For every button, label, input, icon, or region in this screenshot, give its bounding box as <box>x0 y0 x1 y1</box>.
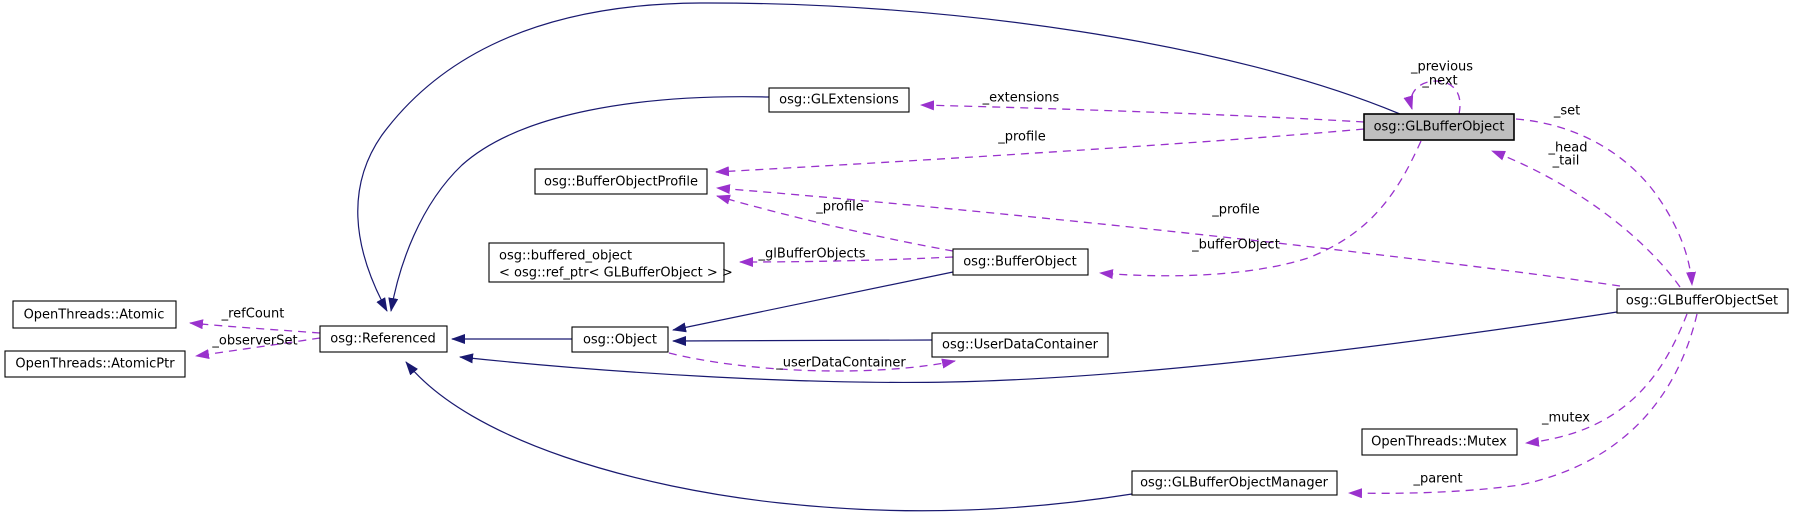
node-openthreads-atomicptr[interactable]: OpenThreads::AtomicPtr <box>4 350 186 378</box>
node-osg-referenced[interactable]: osg::Referenced <box>319 325 448 353</box>
node-label-atomic: OpenThreads::Atomic <box>24 308 165 323</box>
edge-bufferobject <box>1099 140 1422 280</box>
node-osg-glbufferobjectmanager[interactable]: osg::GLBufferObjectManager <box>1131 470 1338 496</box>
edge-label-set: _set <box>1553 104 1580 119</box>
node-label-mutex: OpenThreads::Mutex <box>1371 435 1507 450</box>
node-osg-buffered-object[interactable]: osg::buffered_object < osg::ref_ptr< GLB… <box>488 242 733 283</box>
edge-extensions <box>920 100 1365 123</box>
edge-label-profile-glbufferobject: _profile <box>997 130 1046 145</box>
edge-glbufferobjectset-to-referenced <box>459 311 1618 384</box>
edge-profile-from-bufferobject <box>716 194 954 252</box>
node-osg-object[interactable]: osg::Object <box>571 326 669 353</box>
node-label-bufferobject: osg::BufferObject <box>963 255 1077 270</box>
edge-label-extensions: _extensions <box>982 91 1060 106</box>
edge-parent <box>1348 313 1698 499</box>
node-osg-userdatacontainer[interactable]: osg::UserDataContainer <box>931 332 1109 358</box>
node-openthreads-mutex[interactable]: OpenThreads::Mutex <box>1361 428 1518 456</box>
edge-label-parent: _parent <box>1412 472 1462 487</box>
node-label-glbufferobjectmanager: osg::GLBufferObjectManager <box>1140 476 1328 491</box>
edge-label-userdatacontainer: _userDataContainer <box>775 356 906 371</box>
edge-label-tail: _tail <box>1552 154 1580 169</box>
edge-previous-next-selfloop <box>1403 80 1461 115</box>
edge-set <box>1515 118 1697 286</box>
node-osg-glbufferobjectset[interactable]: osg::GLBufferObjectSet <box>1616 288 1789 314</box>
edge-glbufferobjectmanager-to-referenced <box>405 361 1133 512</box>
node-label-userdatacontainer: osg::UserDataContainer <box>942 338 1099 353</box>
edge-profile-from-glbufferobjectset <box>716 184 1621 287</box>
edge-userdatacontainer-to-object <box>672 335 933 346</box>
edge-label-refcount: _refCount <box>221 307 285 322</box>
edge-label-profile-set: _profile <box>1211 203 1260 218</box>
node-label-glextensions: osg::GLExtensions <box>779 93 899 108</box>
node-openthreads-atomic[interactable]: OpenThreads::Atomic <box>12 300 177 329</box>
node-osg-glextensions[interactable]: osg::GLExtensions <box>768 87 910 113</box>
node-label-glbufferobjectset: osg::GLBufferObjectSet <box>1626 294 1778 309</box>
edge-label-previous: _previous <box>1410 60 1473 75</box>
node-osg-bufferobject[interactable]: osg::BufferObject <box>952 248 1089 276</box>
edge-label-mutex: _mutex <box>1541 411 1590 426</box>
node-label-bufferobjectprofile: osg::BufferObjectProfile <box>544 175 698 190</box>
edge-head-tail <box>1491 150 1681 288</box>
node-osg-bufferobjectprofile[interactable]: osg::BufferObjectProfile <box>534 168 708 195</box>
edge-glbufferobject-to-referenced <box>357 2 1401 312</box>
edge-label-head: _head <box>1548 141 1588 156</box>
edge-label-next: _next <box>1421 74 1457 89</box>
edge-glextensions-to-referenced <box>388 96 770 312</box>
node-label-referenced: osg::Referenced <box>330 332 435 347</box>
node-osg-glbufferobject[interactable]: osg::GLBufferObject <box>1363 113 1515 141</box>
edge-observerset <box>195 337 321 360</box>
edge-profile-from-glbufferobject <box>715 128 1365 177</box>
edge-glbufferobjects <box>739 256 954 267</box>
edge-refcount <box>189 319 321 334</box>
edge-label-bufferobject: _bufferObject <box>1191 238 1280 253</box>
edge-label-observerset: _observerSet <box>211 334 297 349</box>
edge-label-profile-bufferobject: _profile <box>815 200 864 215</box>
node-label-object: osg::Object <box>583 333 657 348</box>
node-label-glbufferobject: osg::GLBufferObject <box>1374 120 1505 135</box>
edge-userdatacontainer <box>668 352 956 372</box>
node-label-buffered-object-line2: < osg::ref_ptr< GLBufferObject > > <box>499 266 733 281</box>
node-label-buffered-object-line1: osg::buffered_object <box>499 249 632 264</box>
edge-bufferobject-to-object <box>672 271 954 333</box>
node-label-atomicptr: OpenThreads::AtomicPtr <box>15 357 175 372</box>
edge-label-glbufferobjects: _glBufferObjects <box>758 247 866 262</box>
